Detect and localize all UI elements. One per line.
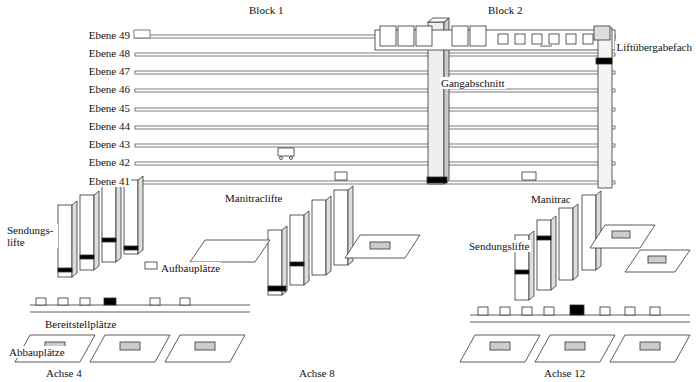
- level-label: Ebene 46: [88, 83, 131, 95]
- storage-levels: [134, 30, 615, 184]
- part-label: Sendungslifte: [468, 240, 531, 252]
- part-label: Manitraclifte: [224, 192, 283, 204]
- part-label: Achse 8: [298, 367, 336, 379]
- level-label: Ebene 43: [88, 138, 131, 150]
- level-label: Ebene 41: [88, 175, 131, 187]
- block-label: Block 2: [487, 4, 524, 16]
- level-label: Ebene 48: [88, 47, 131, 59]
- floor-platforms: [15, 225, 690, 362]
- left-lifts: [58, 176, 157, 277]
- part-label: Achse 12: [543, 367, 586, 379]
- part-label: Bereitstellplätze: [44, 318, 117, 330]
- part-label: Gangabschnitt: [440, 77, 506, 89]
- part-label: Aufbauplätze: [160, 262, 221, 274]
- level-label: Ebene 47: [88, 65, 131, 77]
- part-label: Achse 4: [45, 367, 83, 379]
- part-label: Manitrac: [530, 193, 572, 205]
- block2-rack: [375, 26, 615, 188]
- level-label: Ebene 42: [88, 156, 131, 168]
- part-label: Sendungs- lifte: [6, 224, 58, 248]
- part-label: Abbauplätze: [8, 346, 66, 358]
- block-label: Block 1: [248, 4, 285, 16]
- part-label: Liftübergabefach: [615, 41, 693, 53]
- conveyors: [30, 298, 690, 322]
- level-label: Ebene 49: [88, 29, 131, 41]
- level-label: Ebene 44: [88, 120, 131, 132]
- manitrac-vehicles: [278, 148, 536, 180]
- level-label: Ebene 45: [88, 102, 131, 114]
